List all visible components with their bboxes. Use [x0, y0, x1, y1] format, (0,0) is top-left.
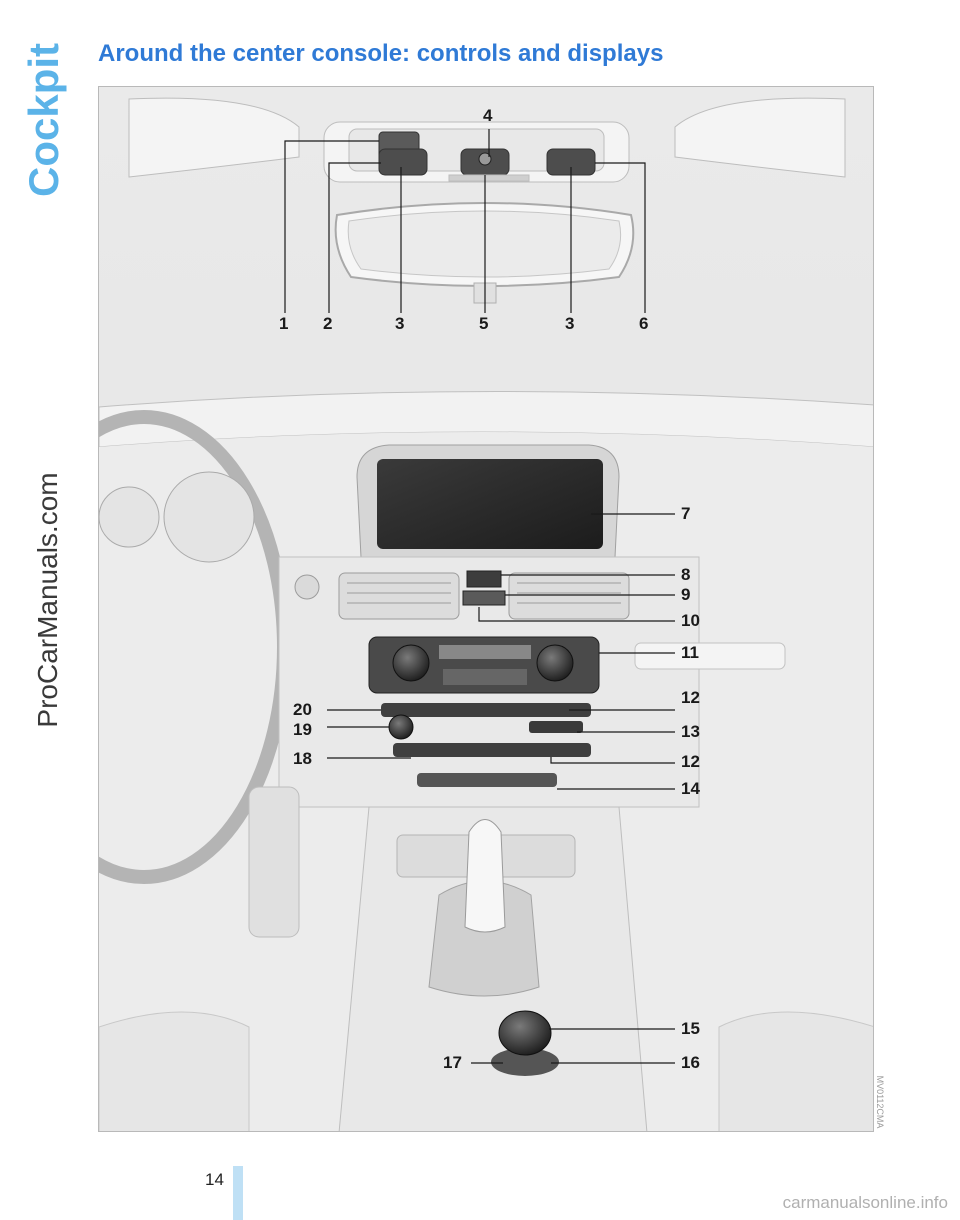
control-display [356, 444, 620, 558]
section-tab: Cockpit [20, 40, 67, 200]
callout-2: 2 [323, 314, 333, 333]
callout-17: 17 [443, 1053, 462, 1072]
section-tab-label: Cockpit [20, 42, 67, 198]
callout-15: 15 [681, 1019, 700, 1038]
passenger-seat [718, 1011, 873, 1131]
page-marker-bar [233, 1166, 243, 1220]
side-watermark: ProCarManuals.com [28, 440, 68, 760]
callout-4: 4 [483, 106, 493, 125]
image-code: MV0112CMA [870, 1072, 890, 1132]
cockpit-illustration: 1 2 3 4 5 3 6 7 8 9 10 11 12 20 19 13 18… [98, 86, 874, 1132]
callout-6: 6 [639, 314, 649, 333]
page-number: 14 [205, 1170, 224, 1189]
callout-10: 10 [681, 611, 700, 630]
callout-12-bottom: 12 [681, 752, 700, 771]
callout-18: 18 [293, 749, 312, 768]
climate-control [368, 636, 600, 694]
callout-9: 9 [681, 585, 691, 604]
callout-13: 13 [681, 722, 700, 741]
glovebox-trim [634, 642, 786, 670]
button-round [294, 574, 320, 600]
center-console [338, 806, 648, 1131]
cockpit-drawing [99, 87, 873, 1131]
footer-watermark: carmanualsonline.info [782, 1193, 948, 1212]
callout-14: 14 [681, 779, 700, 798]
callout-19: 19 [293, 720, 312, 739]
callout-leaders [284, 129, 675, 1064]
callout-12-top: 12 [681, 688, 700, 707]
idrive-controller [491, 1010, 559, 1076]
callout-11: 11 [681, 643, 699, 662]
image-code-text: MV0112CMA [875, 1075, 885, 1129]
driver-seat [99, 1011, 250, 1131]
callout-8: 8 [681, 565, 691, 584]
callout-3-left: 3 [395, 314, 405, 333]
callout-16: 16 [681, 1053, 700, 1072]
audio-unit [381, 703, 591, 787]
callout-3-right: 3 [565, 314, 575, 333]
callout-1: 1 [279, 314, 289, 333]
air-vents [338, 570, 630, 620]
callout-5: 5 [479, 314, 489, 333]
callout-7: 7 [681, 504, 691, 523]
callout-20: 20 [293, 700, 312, 719]
page-title: Around the center console: controls and … [98, 40, 664, 67]
pedal [248, 786, 300, 938]
side-watermark-text: ProCarManuals.com [32, 472, 63, 728]
instrument-cluster [99, 471, 255, 563]
overhead-console [128, 97, 846, 183]
